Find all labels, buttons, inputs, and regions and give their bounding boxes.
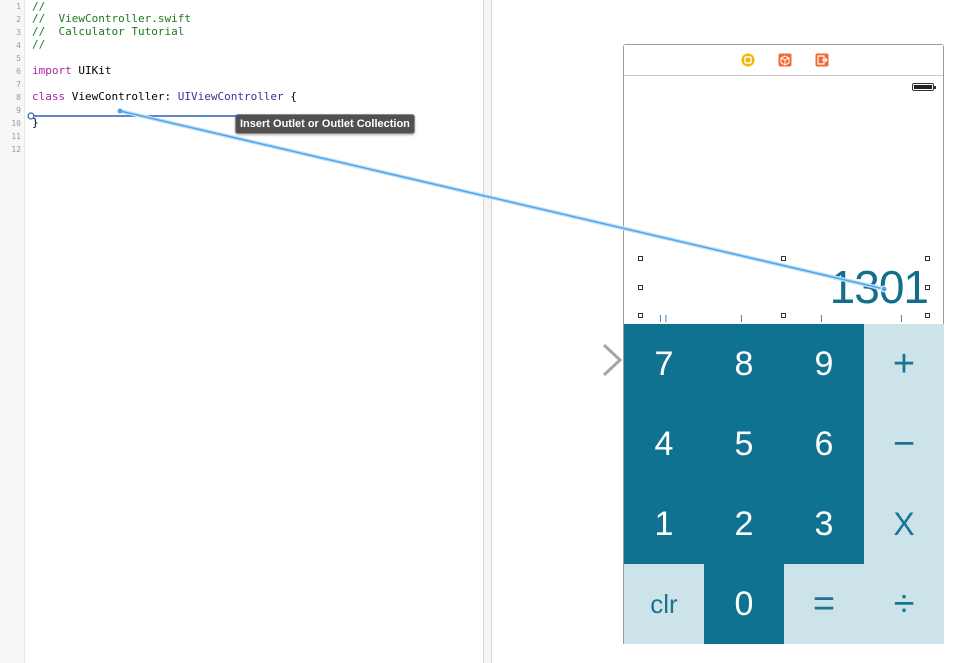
- code-import-line[interactable]: import UIKit: [32, 64, 112, 77]
- battery-icon: [912, 83, 936, 91]
- code-comment-line[interactable]: // ViewController.swift: [32, 12, 191, 25]
- exit-icon[interactable]: [815, 53, 829, 67]
- line-number: 5: [16, 54, 21, 63]
- plus-button[interactable]: +: [864, 324, 944, 404]
- code-comment-line[interactable]: //: [32, 0, 46, 13]
- line-number: 11: [11, 132, 21, 141]
- resize-handle[interactable]: [638, 313, 643, 318]
- clear-button[interactable]: clr: [624, 564, 704, 644]
- editor-splitter[interactable]: [483, 0, 492, 663]
- code-class-line[interactable]: class ViewController: UIViewController {: [32, 90, 297, 103]
- code-editor[interactable]: 1 2 3 4 5 6 7 8 9 10 11 12 // // ViewCon…: [0, 0, 483, 663]
- resize-handle[interactable]: [638, 285, 643, 290]
- equals-button[interactable]: =: [784, 564, 864, 644]
- superclass-name: UIViewController: [177, 90, 284, 103]
- class-name: ViewController:: [65, 90, 178, 103]
- line-number: 4: [16, 41, 21, 50]
- line-number: 6: [16, 67, 21, 76]
- scene-dock: [624, 45, 943, 76]
- view-controller-icon[interactable]: [741, 53, 755, 67]
- line-number: 3: [16, 28, 21, 37]
- open-brace: {: [283, 90, 297, 103]
- divide-button[interactable]: ÷: [864, 564, 944, 644]
- key-8-button[interactable]: 8: [704, 324, 784, 404]
- code-comment-line[interactable]: //: [32, 38, 46, 51]
- resize-handle[interactable]: [638, 256, 643, 261]
- resize-handle[interactable]: [781, 256, 786, 261]
- code-comment-line[interactable]: // Calculator Tutorial: [32, 25, 185, 38]
- key-7-button[interactable]: 7: [624, 324, 704, 404]
- line-number: 9: [16, 106, 21, 115]
- key-5-button[interactable]: 5: [704, 404, 784, 484]
- resize-handle[interactable]: [925, 285, 930, 290]
- initial-view-controller-arrow-icon: [528, 343, 623, 377]
- key-4-button[interactable]: 4: [624, 404, 704, 484]
- first-responder-icon[interactable]: [778, 53, 792, 67]
- resize-handle[interactable]: [925, 313, 930, 318]
- keyword-import: import: [32, 64, 72, 77]
- key-3-button[interactable]: 3: [784, 484, 864, 564]
- key-6-button[interactable]: 6: [784, 404, 864, 484]
- line-number: 7: [16, 80, 21, 89]
- resize-handle[interactable]: [781, 313, 786, 318]
- line-number-gutter: 1 2 3 4 5 6 7 8 9 10 11 12: [0, 0, 25, 663]
- minus-button[interactable]: −: [864, 404, 944, 484]
- insert-outlet-tooltip: Insert Outlet or Outlet Collection: [235, 114, 415, 134]
- calculator-keypad: 7 8 9 + 4 5 6 − 1 2 3 X clr 0 = ÷: [624, 324, 944, 644]
- constraint-marker-icon: I: [820, 314, 823, 325]
- constraint-marker-icon: I I: [659, 314, 668, 325]
- result-label[interactable]: 1301: [829, 261, 929, 313]
- module-name: UIKit: [71, 64, 112, 77]
- line-number: 8: [16, 93, 21, 102]
- key-9-button[interactable]: 9: [784, 324, 864, 404]
- key-2-button[interactable]: 2: [704, 484, 784, 564]
- resize-handle[interactable]: [925, 256, 930, 261]
- keyword-class: class: [32, 90, 66, 103]
- multiply-button[interactable]: X: [864, 484, 944, 564]
- constraint-marker-icon: I: [900, 314, 903, 325]
- line-number: 10: [11, 119, 21, 128]
- line-number: 1: [16, 2, 21, 11]
- line-number: 2: [16, 15, 21, 24]
- key-0-button[interactable]: 0: [704, 564, 784, 644]
- line-number: 12: [11, 145, 21, 154]
- constraint-marker-icon: I: [740, 314, 743, 325]
- key-1-button[interactable]: 1: [624, 484, 704, 564]
- code-close-brace-line[interactable]: }: [32, 116, 39, 129]
